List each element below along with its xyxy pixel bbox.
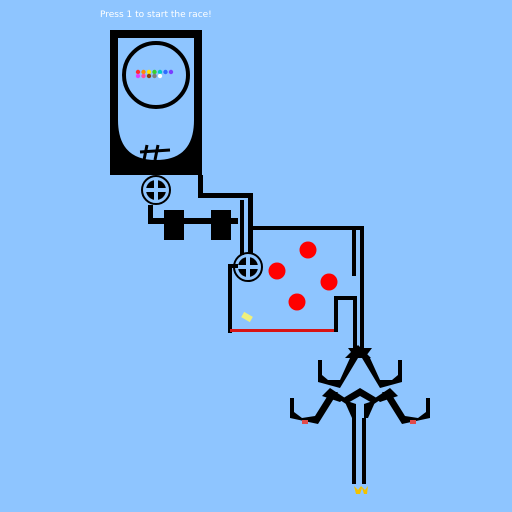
goal-pad-left: [302, 420, 308, 424]
finish-flag-icon: [354, 486, 368, 494]
start-hint-text: Press 1 to start the race!: [100, 10, 212, 20]
boost-pad: [241, 311, 253, 323]
racer-marble: [146, 73, 152, 79]
racer-marble: [146, 69, 152, 75]
blocker-right: [211, 210, 231, 240]
racer-ring: [122, 41, 190, 109]
racer-marble: [157, 73, 163, 79]
track-pipes: [148, 175, 253, 255]
racer-queue: [135, 69, 174, 79]
red-bumper: [288, 293, 306, 311]
funnel-left-upper: [318, 358, 358, 388]
racer-marble: [168, 69, 174, 75]
racer-marble: [163, 69, 168, 75]
racer-marble: [141, 73, 146, 79]
spinner-wheel-1: [141, 175, 171, 205]
racer-marble: [152, 73, 157, 79]
red-bumper: [268, 262, 286, 280]
racer-marble: [152, 69, 157, 75]
red-bumper: [299, 241, 317, 259]
goal-pad-right: [410, 420, 416, 424]
funnel-right-lower: [382, 392, 430, 424]
racer-marble: [157, 69, 163, 75]
arena-floor-line: [230, 329, 334, 332]
splitter: [290, 345, 430, 484]
funnel-right-upper: [362, 358, 402, 388]
funnel-bottom: [118, 120, 194, 165]
blockers: [164, 210, 231, 240]
red-bumper: [320, 273, 338, 291]
bumper-arena: [228, 226, 364, 348]
gate-icon: [139, 144, 171, 161]
racer-marble: [141, 69, 146, 75]
red-bumpers: [268, 241, 338, 311]
funnel-left-lower: [290, 392, 338, 424]
spinner-wheel-2: [233, 252, 263, 282]
racer-marble: [135, 73, 141, 79]
start-chamber: [110, 30, 202, 175]
racer-marble: [135, 69, 141, 75]
blocker-left: [164, 210, 184, 240]
